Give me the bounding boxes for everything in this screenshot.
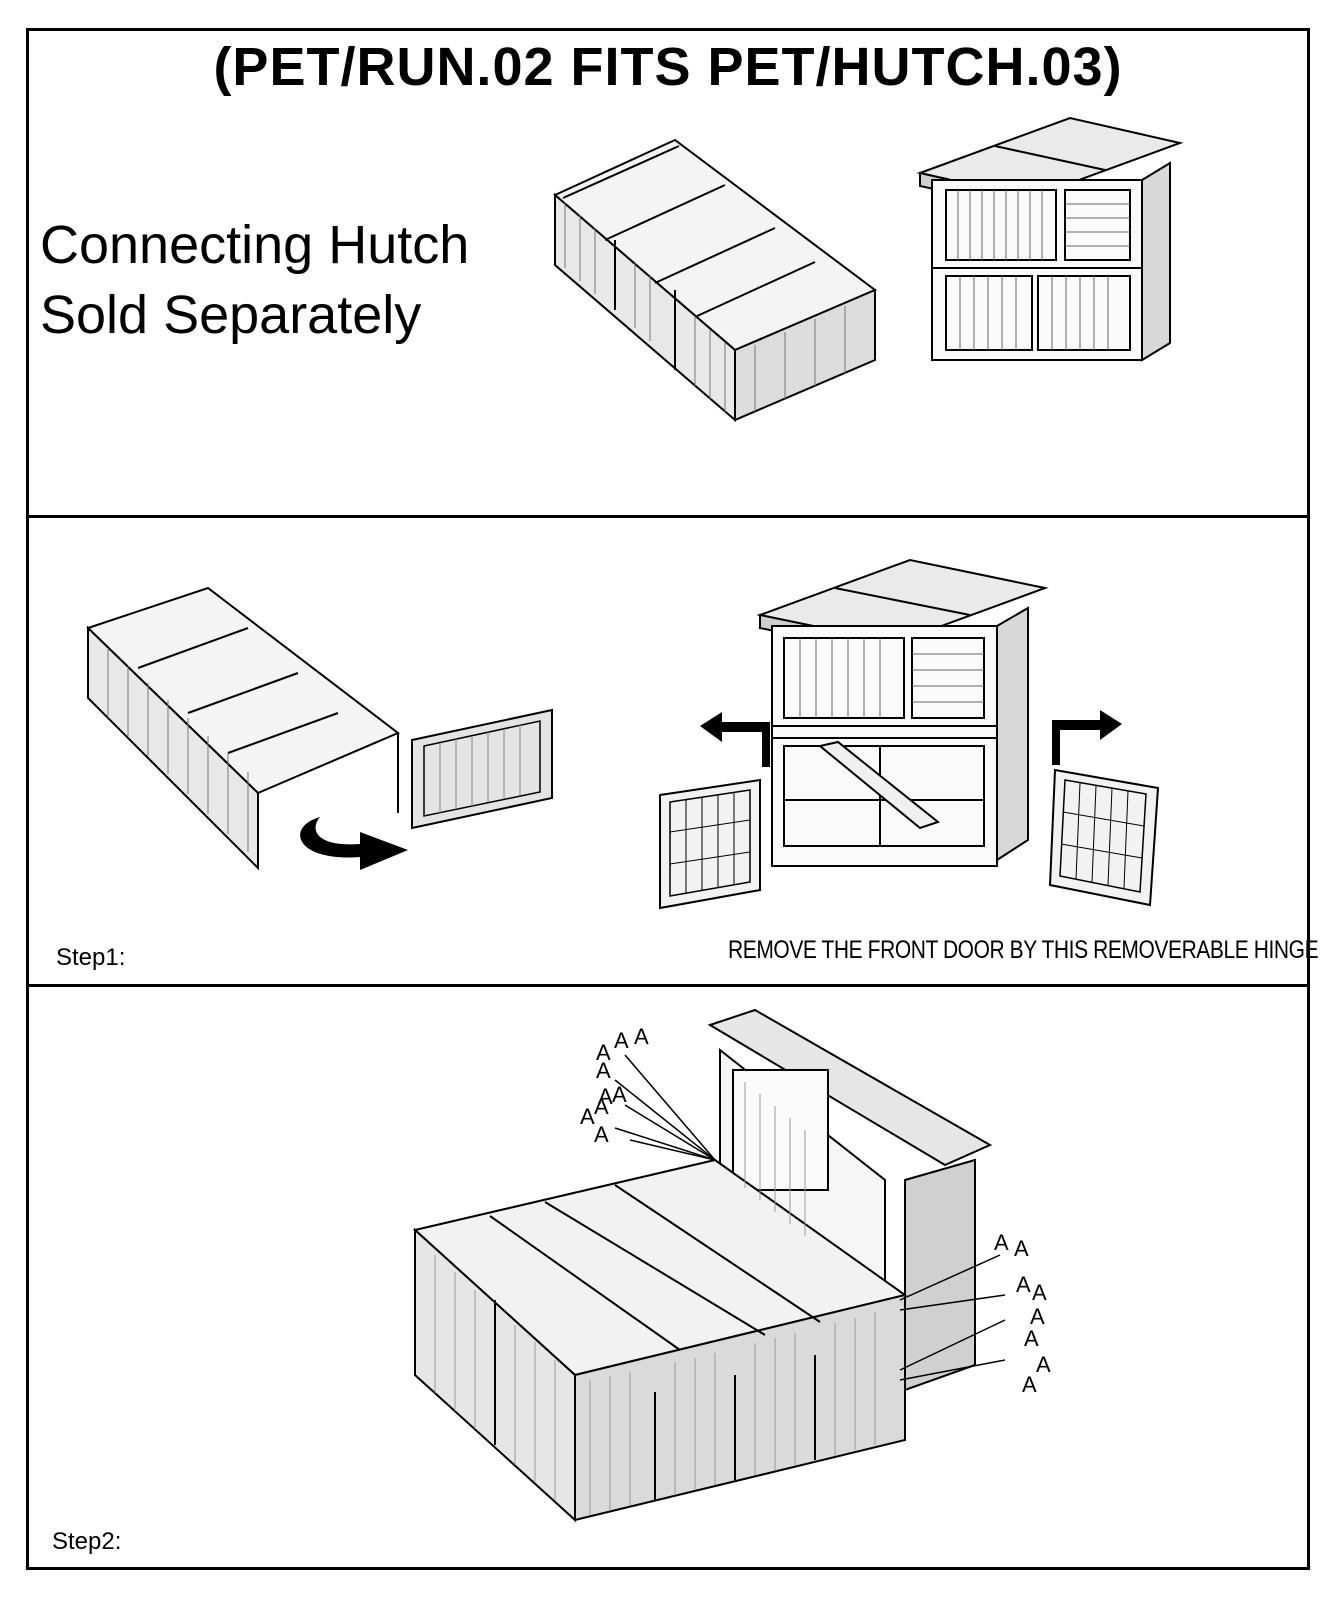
door-left-arrow-icon [700,712,770,767]
callout-a-3: A [634,1024,649,1049]
callout-a-7: A [580,1104,595,1129]
left-door-illustration [659,778,761,910]
callout-a-13: A [1032,1280,1047,1305]
callout-a-5: A [598,1084,613,1109]
callout-a-8: A [594,1094,609,1119]
hutch-illustration [916,116,1184,362]
callout-a-14: A [1030,1304,1045,1329]
run-illustration [553,138,877,423]
callout-a-9: A [594,1122,609,1147]
callout-a-12: A [1016,1272,1031,1297]
run-end-panel-illustration [411,708,553,830]
sold-separately-notice: Connecting Hutch Sold Separately [40,210,469,350]
page-frame [26,28,1310,1570]
right-door-illustration [1048,768,1160,907]
callout-a-6: A [612,1082,627,1107]
run-open-end-illustration [86,586,400,871]
step2-label: Step2: [52,1528,122,1555]
callout-a-17: A [1022,1372,1037,1397]
callout-a-16: A [1036,1352,1051,1377]
notice-line-2: Sold Separately [40,285,422,345]
door-right-arrow-icon [1052,710,1122,765]
callout-a-15: A [1024,1326,1039,1351]
callout-a-1: A [596,1040,611,1065]
callout-a-10: A [994,1230,1009,1255]
curved-arrow-icon [300,817,408,870]
section-divider-1 [26,515,1310,518]
hutch-doors-removed-illustration [756,558,1049,867]
callout-a-4: A [596,1058,611,1083]
callout-a-2: A [614,1028,629,1053]
page-title: (PET/RUN.02 FITS PET/HUTCH.03) [213,37,1123,97]
callout-a-11: A [1014,1236,1029,1261]
assembled-run-hutch-illustration [412,1008,1006,1523]
notice-line-1: Connecting Hutch [40,215,470,275]
section-divider-2 [26,984,1310,987]
step1-caption: REMOVE THE FRONT DOOR BY THIS REMOVERABL… [728,936,1319,964]
step1-label: Step1: [56,944,126,971]
